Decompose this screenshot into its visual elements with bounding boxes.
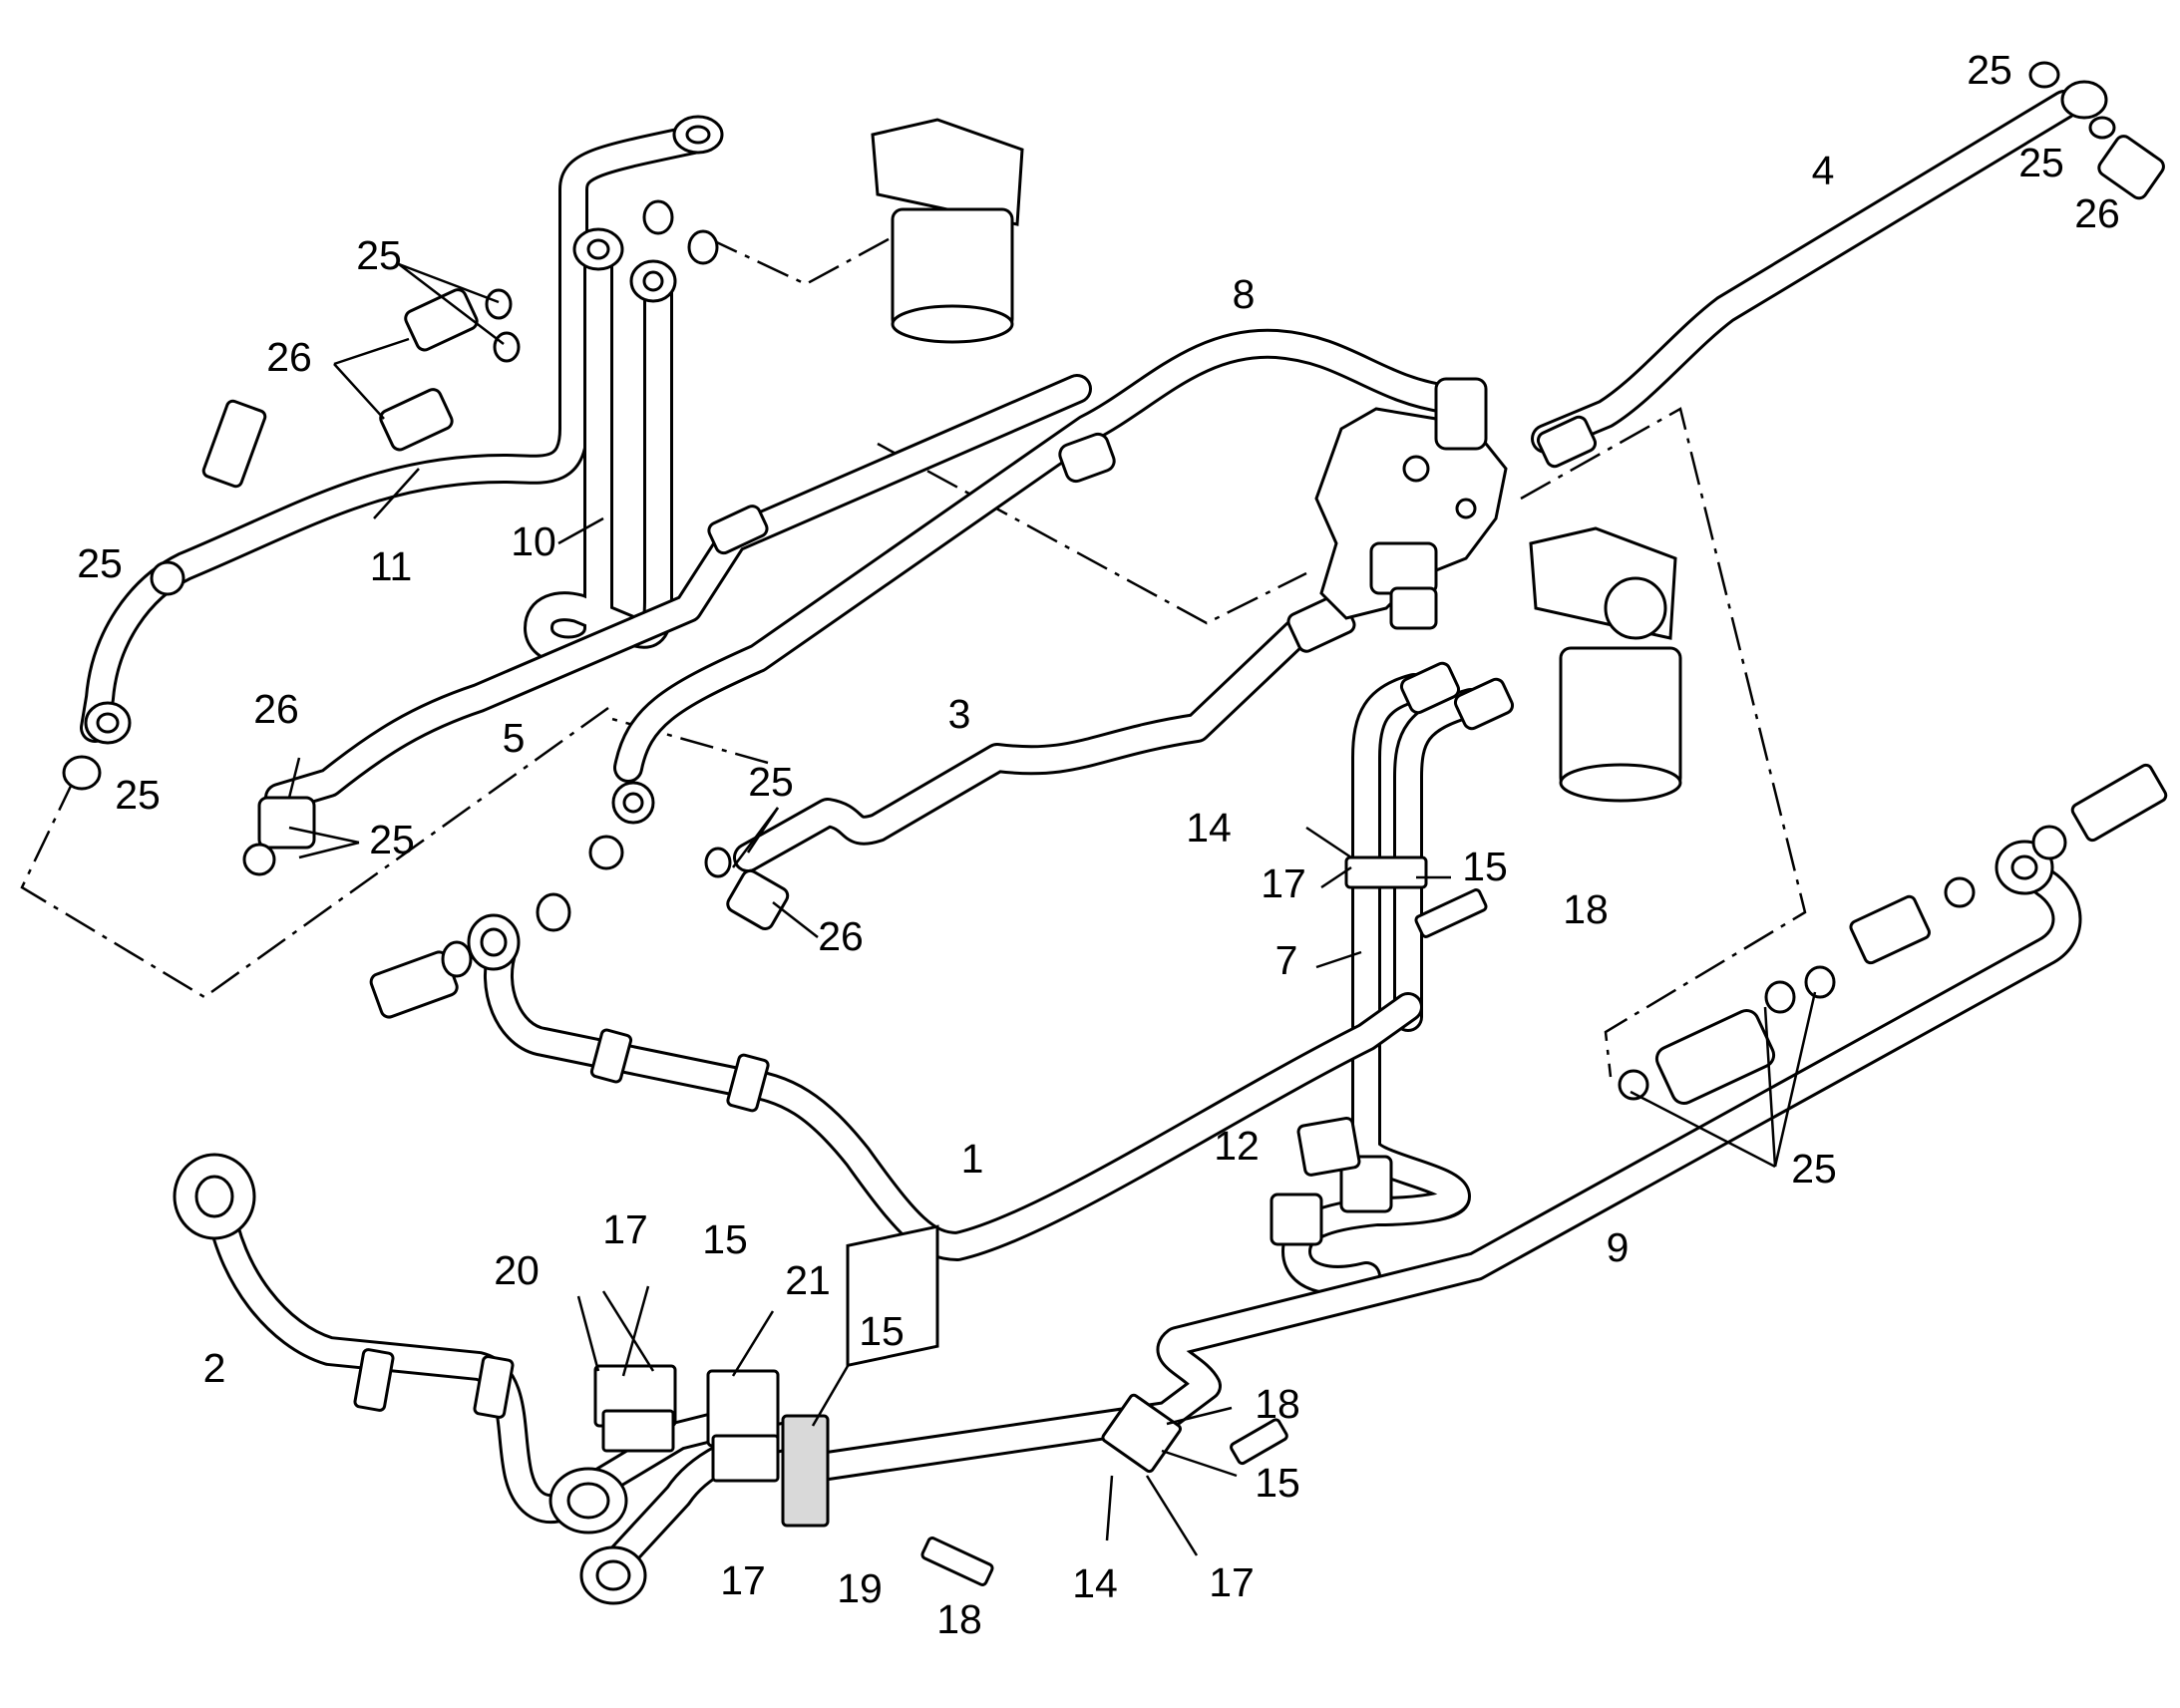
callout-17-bottom-left: 17	[602, 1206, 648, 1252]
callout-25-left-bolt: 25	[369, 817, 415, 862]
callout-19: 19	[837, 1565, 883, 1611]
callout-26-top-left: 26	[266, 334, 312, 380]
pipe-5	[264, 374, 1092, 813]
fuel-filter-canister-right	[1529, 526, 1682, 803]
callout-26-center: 26	[818, 913, 864, 959]
callout-26-left: 26	[253, 686, 299, 732]
fuel-filter-canister-top	[871, 118, 1024, 344]
callout-17-upper: 17	[1261, 860, 1306, 906]
callout-labels: 1 2 3 4 5 7 8 9 10 11 12 14 14 15 15 15 …	[77, 47, 2120, 1642]
callout-25-top-left: 25	[356, 232, 402, 278]
pipe-3	[733, 618, 1311, 872]
callout-15-bottom-middle: 15	[859, 1308, 905, 1354]
fuel-filter-head	[1314, 377, 1508, 630]
callout-15-bottom-left: 15	[702, 1216, 748, 1262]
callout-17-bottom-right: 17	[1209, 1559, 1255, 1605]
callout-5: 5	[503, 715, 526, 761]
pipe-4	[1531, 90, 2079, 454]
pipe-clamps	[353, 432, 1428, 1419]
callout-25-right: 25	[1791, 1146, 1837, 1192]
callout-2: 2	[203, 1345, 226, 1391]
callout-9: 9	[1607, 1224, 1630, 1270]
callout-18-bottom-right: 18	[1255, 1381, 1300, 1427]
pipe-11	[80, 125, 708, 743]
pipe-1	[484, 932, 1423, 1261]
callout-18-bottom-middle: 18	[936, 1596, 982, 1642]
callout-25-top-right: 25	[1967, 47, 2012, 93]
callout-18-upper: 18	[1563, 886, 1609, 932]
pipe-2-nuts	[548, 1467, 647, 1605]
callout-25-top-right-lower: 25	[2018, 140, 2064, 185]
callout-17-bottom-middle: 17	[720, 1557, 766, 1603]
callout-15-bottom-right: 15	[1255, 1460, 1300, 1506]
callout-14-upper: 14	[1186, 805, 1232, 851]
callout-26-top-right: 26	[2074, 190, 2120, 236]
callout-11: 11	[370, 543, 413, 589]
callout-25-left-lower: 25	[115, 772, 161, 818]
callout-1: 1	[961, 1136, 984, 1182]
callout-4: 4	[1812, 148, 1835, 193]
leader-lines	[287, 262, 1817, 1556]
callout-7: 7	[1275, 937, 1298, 983]
callout-12: 12	[1214, 1123, 1260, 1169]
callout-15-upper-right: 15	[1462, 844, 1508, 889]
callout-8: 8	[1233, 271, 1256, 317]
callout-10: 10	[511, 518, 556, 564]
callout-25-center: 25	[748, 759, 794, 805]
pipe-7	[1281, 673, 1486, 1295]
banjo-bolts	[201, 135, 2168, 1586]
callout-3: 3	[948, 691, 971, 737]
pipe-8	[613, 328, 1461, 783]
sealing-washers	[62, 61, 2116, 1101]
banjo-fittings	[84, 80, 2108, 1246]
callout-21: 21	[785, 1257, 831, 1303]
callout-20: 20	[494, 1247, 540, 1293]
callout-14-lower: 14	[1072, 1560, 1118, 1606]
callout-25-left: 25	[77, 540, 123, 586]
block-clamps	[593, 1224, 1182, 1528]
pipe-9	[813, 867, 2082, 1481]
